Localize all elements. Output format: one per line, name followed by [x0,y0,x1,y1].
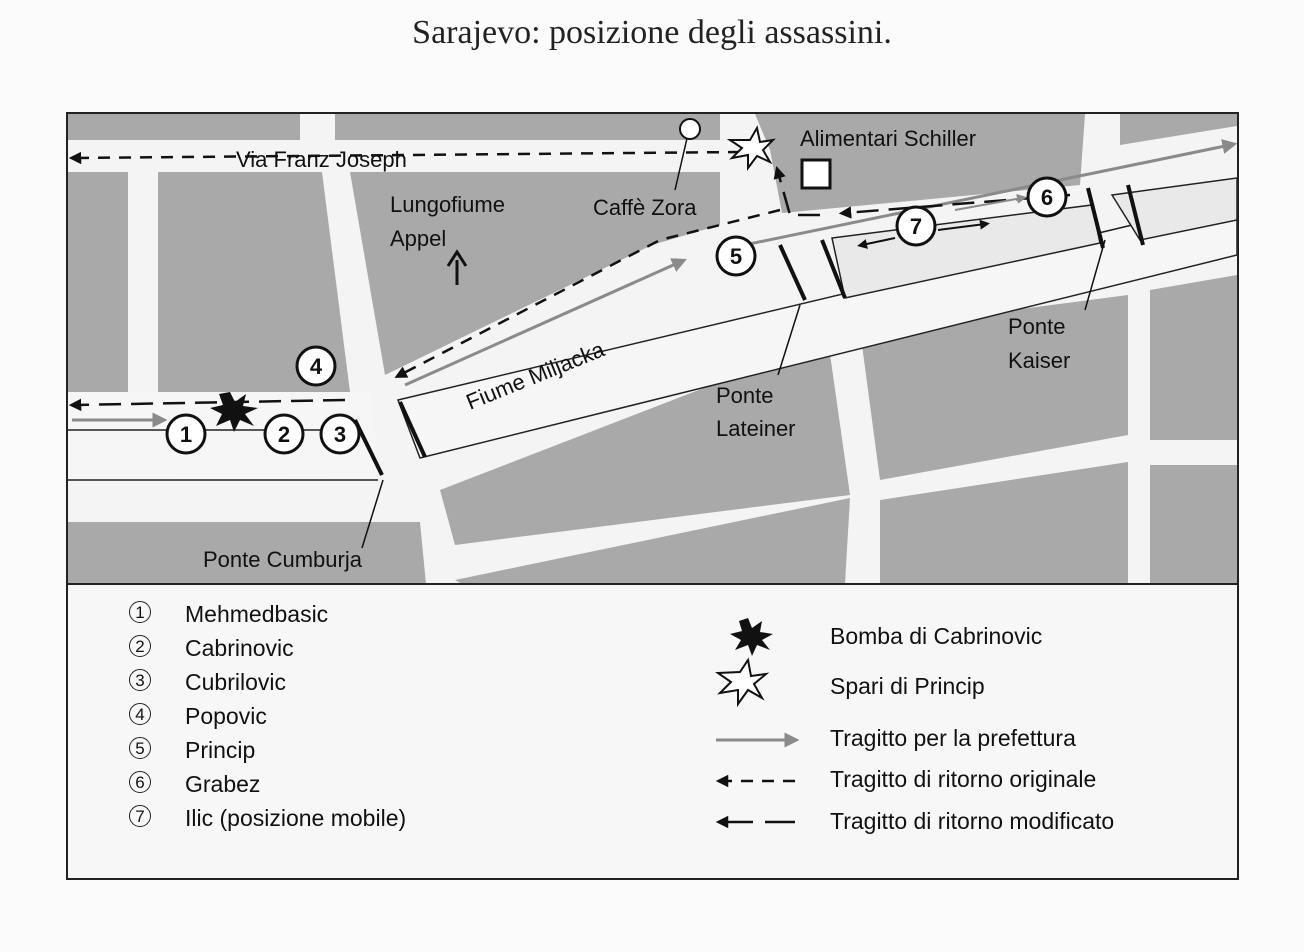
bomb-icon-map [210,392,258,432]
bomb-icon [730,618,773,656]
route-original-return [68,150,781,378]
marker-6: 6 [1026,176,1068,218]
marker-7: 7 [895,205,937,247]
label-via-franz-joseph: Via Franz Joseph [236,147,407,172]
bridge-kaiser-line-2 [1126,184,1145,246]
label-ponte-lateiner-1: Ponte [716,383,774,408]
legend-num-6: 6 [129,771,151,793]
bridge-cumburja-line-2 [398,401,427,458]
route-to-prefecture [72,139,1237,428]
svg-text:5: 5 [730,244,742,269]
legend-shots-label: Spari di Princip [830,673,985,699]
alimentari-schiller-icon [800,158,832,190]
ilic-range [857,219,990,249]
assassin-markers: 1 2 3 4 5 6 7 [165,176,1068,455]
legend-num-2: 2 [129,635,151,657]
north-arrow-icon [446,249,468,285]
shots-icon [714,657,770,708]
label-lungofiume: Lungofiume [390,192,505,217]
marker-3: 3 [319,413,361,455]
legend-name-1: Mehmedbasic [185,601,329,627]
legend-name-6: Grabez [185,771,261,797]
legend-prefecture-route-label: Tragitto per la prefettura [830,725,1076,751]
legend-name-4: Popovic [185,703,267,729]
legend-name-3: Cubrilovic [185,669,286,695]
svg-text:2: 2 [278,422,290,447]
bridge-kaiser-line [1086,187,1105,249]
marker-4: 4 [295,345,337,387]
map-title: Sarajevo: posizione degli assassini. [412,14,892,51]
label-ponte-kaiser-1: Ponte [1008,314,1066,339]
legend-num-4: 4 [129,703,151,725]
marker-2: 2 [263,413,305,455]
legend-name-2: Cabrinovic [185,635,294,661]
caffe-zora-icon [679,118,701,140]
marker-1: 1 [165,413,207,455]
bridge-lateiner-line [778,244,807,301]
svg-text:7: 7 [910,214,922,239]
legend-original-return-label: Tragitto di ritorno originale [830,766,1097,792]
svg-text:4: 4 [310,354,323,379]
legend-num-5: 5 [129,737,151,759]
shots-icon-map [726,125,776,171]
legend-num-7: 7 [129,805,151,827]
label-ponte-cumburja: Ponte Cumburja [203,547,363,572]
legend-num-3: 3 [129,669,151,691]
svg-text:3: 3 [334,422,346,447]
bridge-lateiner-line-2 [820,239,847,299]
label-caffe-zora: Caffè Zora [593,195,697,220]
city-blocks [68,114,1237,584]
svg-text:6: 6 [1041,185,1053,210]
legend-bomb-label: Bomba di Cabrinovic [830,623,1043,649]
label-ponte-lateiner-2: Lateiner [716,416,796,441]
legend-name-5: Princip [185,737,256,763]
legend-name-7: Ilic (posizione mobile) [185,805,407,831]
label-alimentari-schiller: Alimentari Schiller [800,126,976,151]
legend-num-1: 1 [129,601,151,623]
legend-modified-return-label: Tragitto di ritorno modificato [830,808,1115,834]
marker-5: 5 [715,235,757,277]
label-appel: Appel [390,226,446,251]
svg-text:1: 1 [180,422,192,447]
label-ponte-kaiser-2: Kaiser [1008,348,1070,373]
